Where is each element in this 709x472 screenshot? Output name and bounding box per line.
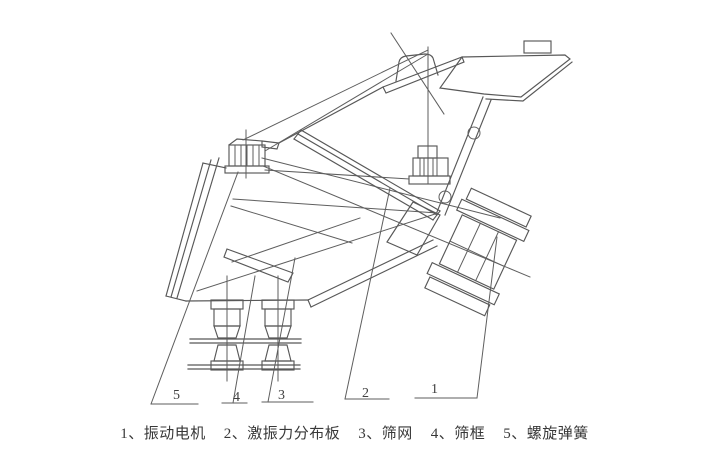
figure-caption: 1、振动电机 2、激振力分布板 3、筛网 4、筛框 5、螺旋弹簧 xyxy=(0,422,709,443)
spring-mount-left xyxy=(224,129,280,179)
leader-line-3 xyxy=(261,257,314,403)
part-label-4: 4 xyxy=(233,390,240,405)
force-distribution-plate-upper xyxy=(293,129,441,221)
part-label-1: 1 xyxy=(431,382,438,397)
force-distribution-plate-right xyxy=(386,96,492,256)
leader-line-4 xyxy=(221,275,256,404)
caption-item-5: 5、螺旋弹簧 xyxy=(503,426,589,442)
part-label-3: 3 xyxy=(278,388,285,403)
screen-frame-left-wall xyxy=(165,157,227,302)
deck-bar-lower-left xyxy=(223,217,361,283)
caption-item-3: 3、筛网 xyxy=(358,426,413,442)
leader-line-5 xyxy=(150,171,239,405)
part-label-5: 5 xyxy=(173,388,180,403)
caption-item-2: 2、激振力分布板 xyxy=(223,426,341,442)
top-cover-plate xyxy=(278,40,573,144)
centerline-cross xyxy=(390,32,445,185)
leader-line-2 xyxy=(344,187,391,400)
vibration-motor xyxy=(424,187,532,317)
support-rails xyxy=(187,338,302,370)
spring-mount-right xyxy=(408,145,451,185)
part-label-2: 2 xyxy=(362,386,369,401)
screen-frame-bottom xyxy=(185,239,438,308)
caption-item-4: 4、筛框 xyxy=(430,426,486,442)
screen-deck-lines xyxy=(196,49,531,292)
caption-item-1: 1、振动电机 xyxy=(120,426,206,442)
leader-line-1 xyxy=(414,236,498,399)
